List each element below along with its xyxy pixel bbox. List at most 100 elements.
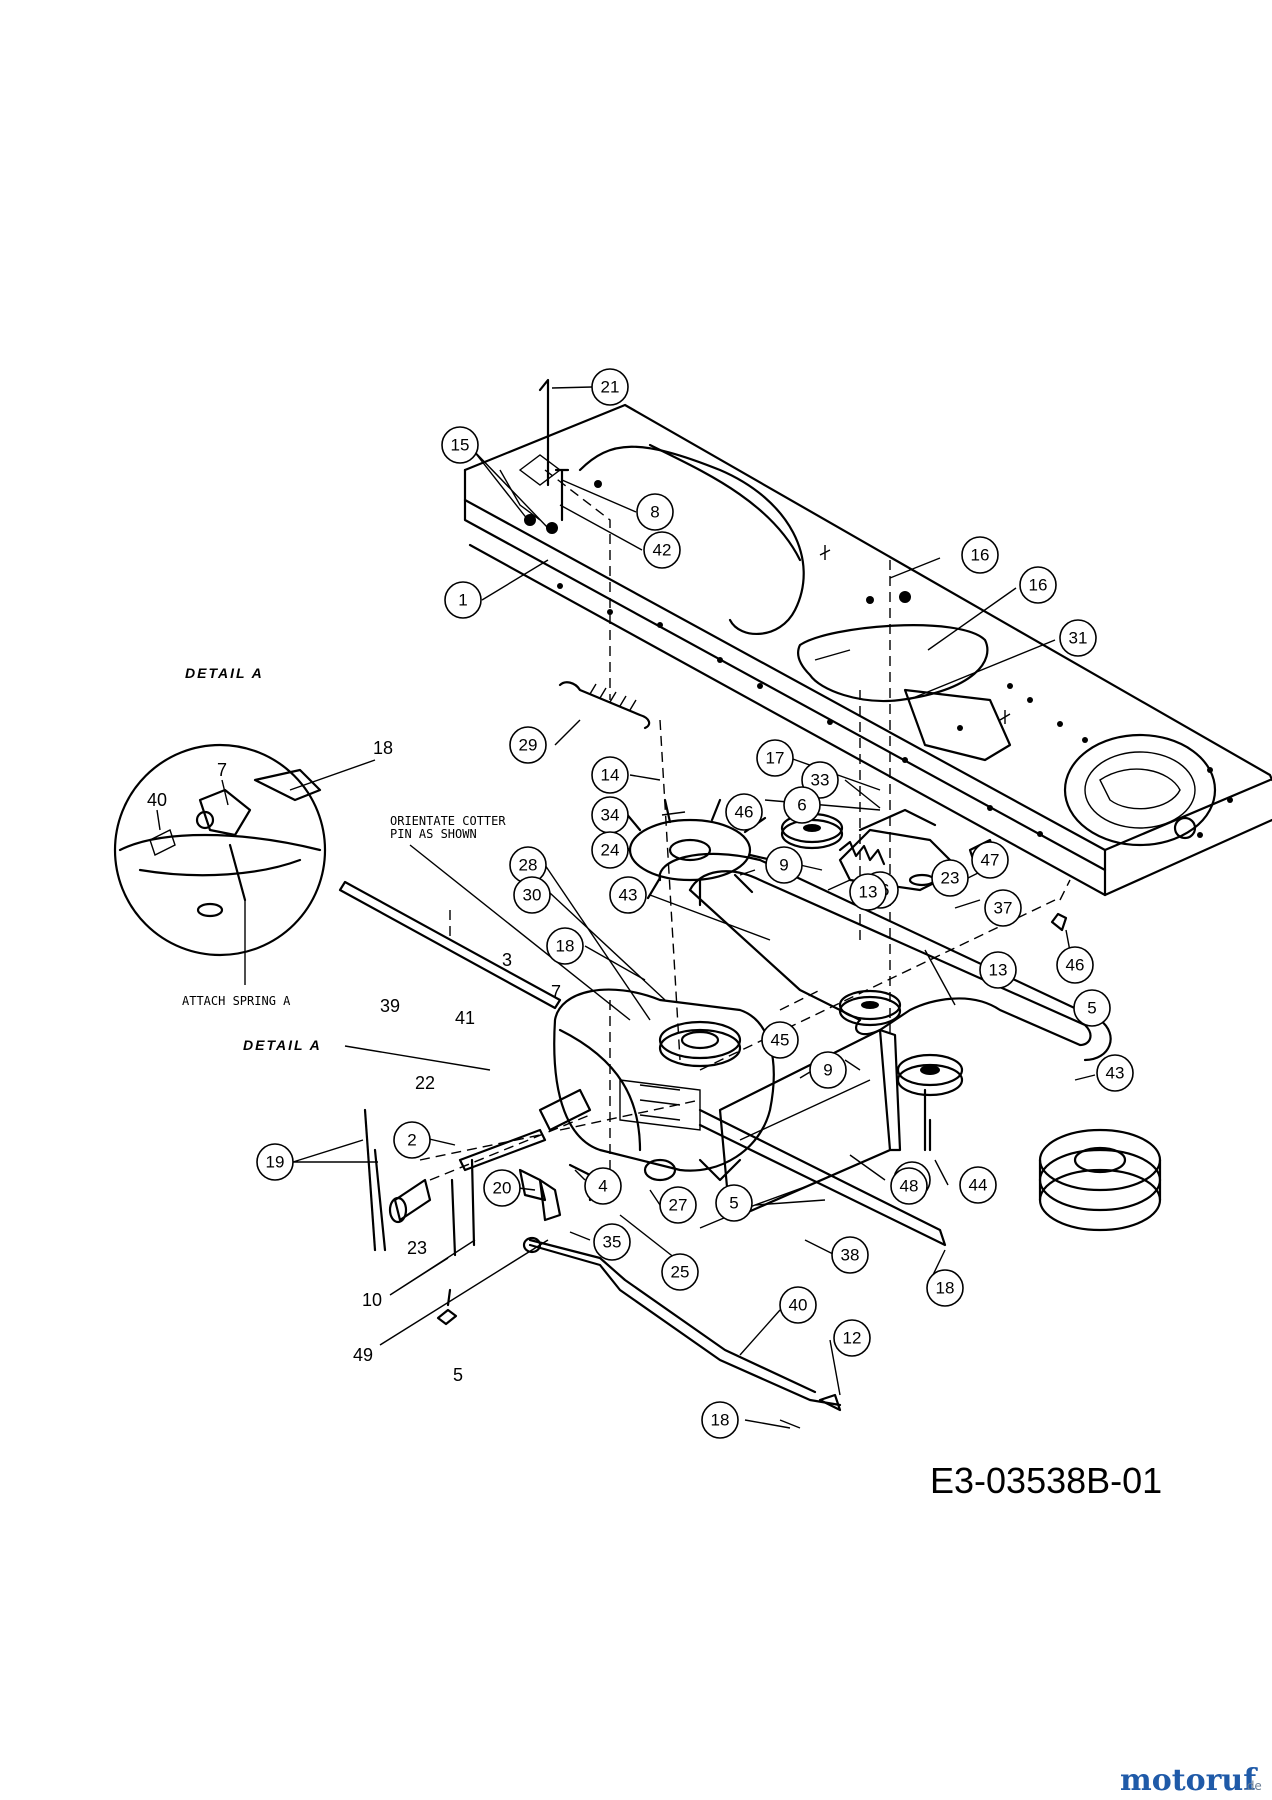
callout-circle <box>809 1051 847 1089</box>
callout-18: 18 <box>701 1401 739 1439</box>
callout-circle <box>256 1143 294 1181</box>
callout-46: 46 <box>1056 946 1094 984</box>
cotter-note-line-1: ORIENTATE COTTER <box>390 814 506 828</box>
callout-number: 20 <box>493 1179 512 1198</box>
bushing-23 <box>388 1178 432 1224</box>
callout-30: 30 <box>513 876 551 914</box>
callout-circle <box>1019 566 1057 604</box>
callout-circle <box>1096 1054 1134 1092</box>
callout-37: 37 <box>984 889 1022 927</box>
callout-circle <box>979 951 1017 989</box>
callout-8: 8 <box>636 493 674 531</box>
label-49: 49 <box>353 1345 373 1365</box>
callout-number: 33 <box>811 771 830 790</box>
callout-16: 16 <box>961 536 999 574</box>
callout-number: 30 <box>523 886 542 905</box>
callout-18: 18 <box>926 1269 964 1307</box>
callout-number: 28 <box>519 856 538 875</box>
callout-circle <box>756 739 794 777</box>
callout-circle <box>513 876 551 914</box>
label-7: 7 <box>551 982 561 1002</box>
label-41: 41 <box>455 1008 475 1028</box>
callout-number: 29 <box>519 736 538 755</box>
callout-number: 16 <box>1029 576 1048 595</box>
callout-1: 1 <box>444 581 482 619</box>
callout-9: 9 <box>765 846 803 884</box>
callout-number: 13 <box>989 961 1008 980</box>
callout-34: 34 <box>591 796 629 834</box>
callout-24: 24 <box>591 831 629 869</box>
callout-number: 23 <box>941 869 960 888</box>
drawing-number: E3-03538B-01 <box>930 1460 1162 1501</box>
callout-number: 2 <box>407 1131 416 1150</box>
callout-number: 24 <box>601 841 620 860</box>
part-5-right <box>1050 912 1068 932</box>
callout-number: 40 <box>789 1296 808 1315</box>
transmission-pulley <box>658 1020 742 1068</box>
callout-number: 4 <box>598 1177 607 1196</box>
callout-circle <box>984 889 1022 927</box>
callout-circle <box>591 831 629 869</box>
callout-4: 4 <box>584 1167 622 1205</box>
callout-circle <box>643 531 681 569</box>
detail-a-title: DETAIL A <box>185 665 264 681</box>
part-12-18 <box>779 1393 842 1429</box>
callout-number: 13 <box>859 883 878 902</box>
callout-circle <box>833 1319 871 1357</box>
callout-number: 9 <box>823 1061 832 1080</box>
callout-number: 18 <box>711 1411 730 1430</box>
callout-circle <box>591 756 629 794</box>
callout-circle <box>890 1167 928 1205</box>
callout-20: 20 <box>483 1169 521 1207</box>
callout-number: 34 <box>601 806 620 825</box>
callout-9: 9 <box>809 1051 847 1089</box>
callout-circle <box>959 1166 997 1204</box>
callout-number: 47 <box>981 851 1000 870</box>
callout-circle <box>441 426 479 464</box>
callout-31: 31 <box>1059 619 1097 657</box>
callout-circle <box>509 726 547 764</box>
callout-48: 48 <box>890 1167 928 1205</box>
callout-number: 18 <box>936 1279 955 1298</box>
watermark-brand: motoruf <box>1120 1763 1258 1798</box>
callout-5: 5 <box>715 1184 753 1222</box>
callout-circle <box>546 927 584 965</box>
callout-circle <box>971 841 1009 879</box>
inset-label-40: 40 <box>147 790 167 810</box>
callout-number: 42 <box>653 541 672 560</box>
callout-circle <box>783 786 821 824</box>
callout-circle <box>483 1169 521 1207</box>
callout-35: 35 <box>593 1223 631 1261</box>
callout-19: 19 <box>256 1143 294 1181</box>
callout-number: 45 <box>771 1031 790 1050</box>
callout-circle <box>636 493 674 531</box>
label-39: 39 <box>380 996 400 1016</box>
callout-number: 5 <box>729 1194 738 1213</box>
idler-pulley-lower <box>838 989 902 1027</box>
callout-circle <box>661 1253 699 1291</box>
callout-28: 28 <box>509 846 547 884</box>
callout-13: 13 <box>849 873 887 911</box>
callout-number: 19 <box>266 1153 285 1172</box>
bracket-25-4 <box>538 1163 592 1222</box>
callout-circle <box>765 846 803 884</box>
label-10: 10 <box>362 1290 382 1310</box>
callout-number: 14 <box>601 766 620 785</box>
callout-12: 12 <box>833 1319 871 1357</box>
callout-40: 40 <box>779 1286 817 1324</box>
label-22: 22 <box>415 1073 435 1093</box>
engine-pulley <box>1038 1128 1162 1232</box>
callout-number: 27 <box>669 1196 688 1215</box>
callout-circle <box>1073 989 1111 1027</box>
callout-number: 8 <box>650 503 659 522</box>
callout-circle <box>715 1184 753 1222</box>
callout-circle <box>849 873 887 911</box>
callout-29: 29 <box>509 726 547 764</box>
callout-circle <box>931 859 969 897</box>
callout-number: 5 <box>1087 999 1096 1018</box>
callout-25: 25 <box>661 1253 699 1291</box>
callout-2: 2 <box>393 1121 431 1159</box>
callout-42: 42 <box>643 531 681 569</box>
callout-14: 14 <box>591 756 629 794</box>
